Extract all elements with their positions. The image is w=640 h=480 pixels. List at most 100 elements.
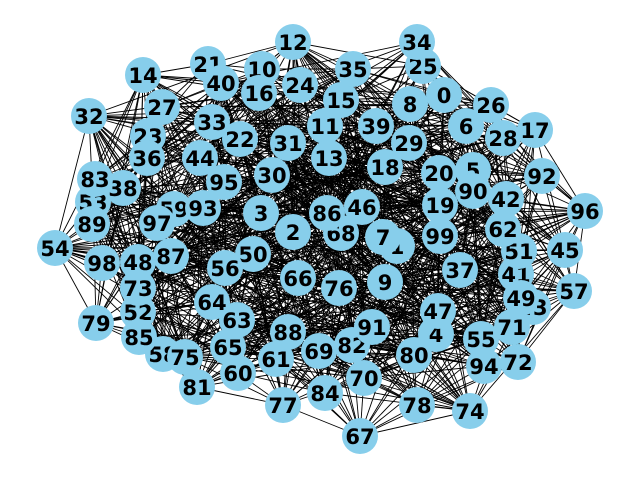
node-label: 15 [326,89,355,113]
edge [363,365,485,379]
node-label: 95 [209,171,238,195]
node-circle [503,280,539,316]
node-label: 13 [314,147,343,171]
node-label: 19 [425,194,454,218]
node-circle [280,260,316,296]
graph-node: 56 [207,250,243,286]
node-label: 16 [244,82,273,106]
node-label: 77 [268,394,297,418]
node-label: 30 [257,164,286,188]
graph-node: 26 [473,87,509,123]
graph-node: 29 [391,125,427,161]
graph-node: 14 [125,57,161,93]
graph-node: 44 [182,140,218,176]
node-circle [265,387,301,423]
node-label: 67 [345,425,374,449]
edge [224,267,284,406]
node-label: 9 [378,271,393,295]
node-label: 2 [286,221,301,245]
graph-node: 87 [153,238,189,274]
node-label: 37 [445,259,474,283]
node-circle [301,333,337,369]
node-label: 85 [124,326,153,350]
node-label: 86 [312,202,341,226]
graph-node: 6 [448,108,484,144]
node-circle [399,387,435,423]
graph-node: 28 [485,120,521,156]
node-label: 50 [238,243,267,267]
node-circle [210,329,246,365]
node-circle [282,67,318,103]
node-layer: 0123456789101112131415161718192021222324… [37,24,603,454]
node-label: 22 [225,128,254,152]
graph-node: 64 [194,284,230,320]
graph-node: 13 [311,140,347,176]
node-label: 12 [278,31,307,55]
graph-node: 65 [210,329,246,365]
node-circle [422,187,458,223]
graph-node: 18 [367,149,403,185]
edge [287,250,520,333]
node-circle [235,236,271,272]
node-label: 61 [261,348,290,372]
graph-node: 42 [488,181,524,217]
graph-node: 33 [194,104,230,140]
node-circle [323,82,359,118]
graph-node: 27 [144,89,180,125]
node-label: 64 [197,291,226,315]
node-label: 40 [206,72,235,96]
node-circle [448,108,484,144]
graph-node: 37 [442,252,478,288]
graph-node: 35 [335,51,371,87]
node-circle [71,98,107,134]
node-circle [254,157,290,193]
node-label: 75 [170,346,199,370]
node-label: 70 [349,367,378,391]
node-circle [354,309,390,345]
node-label: 81 [182,376,211,400]
graph-node: 49 [503,280,539,316]
node-circle [120,244,156,280]
node-circle [567,193,603,229]
edge [287,142,299,279]
graph-node: 61 [258,341,294,377]
node-label: 76 [324,277,353,301]
node-circle [399,24,435,60]
edge [480,228,504,340]
node-circle [452,393,488,429]
graph-node: 69 [301,333,337,369]
node-circle [194,284,230,320]
node-label: 72 [503,351,532,375]
edge [359,410,471,437]
node-label: 54 [40,237,69,261]
graph-node: 47 [420,293,456,329]
edge [199,137,504,159]
node-circle [206,164,242,200]
graph-node: 95 [206,164,242,200]
node-label: 94 [469,355,498,379]
node-label: 71 [497,316,526,340]
node-circle [517,112,553,148]
edge [408,142,439,312]
edge [237,232,342,374]
node-circle [74,206,110,242]
graph-node: 81 [179,369,215,405]
node-label: 60 [223,362,252,386]
node-circle [463,321,499,357]
node-circle [365,219,401,255]
node-circle [367,264,403,300]
graph-node: 75 [167,339,203,375]
edge [95,322,229,348]
node-circle [473,87,509,123]
node-label: 0 [437,84,452,108]
node-circle [258,341,294,377]
edge [122,138,241,189]
node-label: 74 [455,400,484,424]
node-circle [270,125,306,161]
node-label: 73 [123,277,152,301]
node-label: 83 [80,168,109,192]
graph-node: 32 [71,98,107,134]
node-label: 42 [491,188,520,212]
graph-node: 67 [342,418,378,454]
